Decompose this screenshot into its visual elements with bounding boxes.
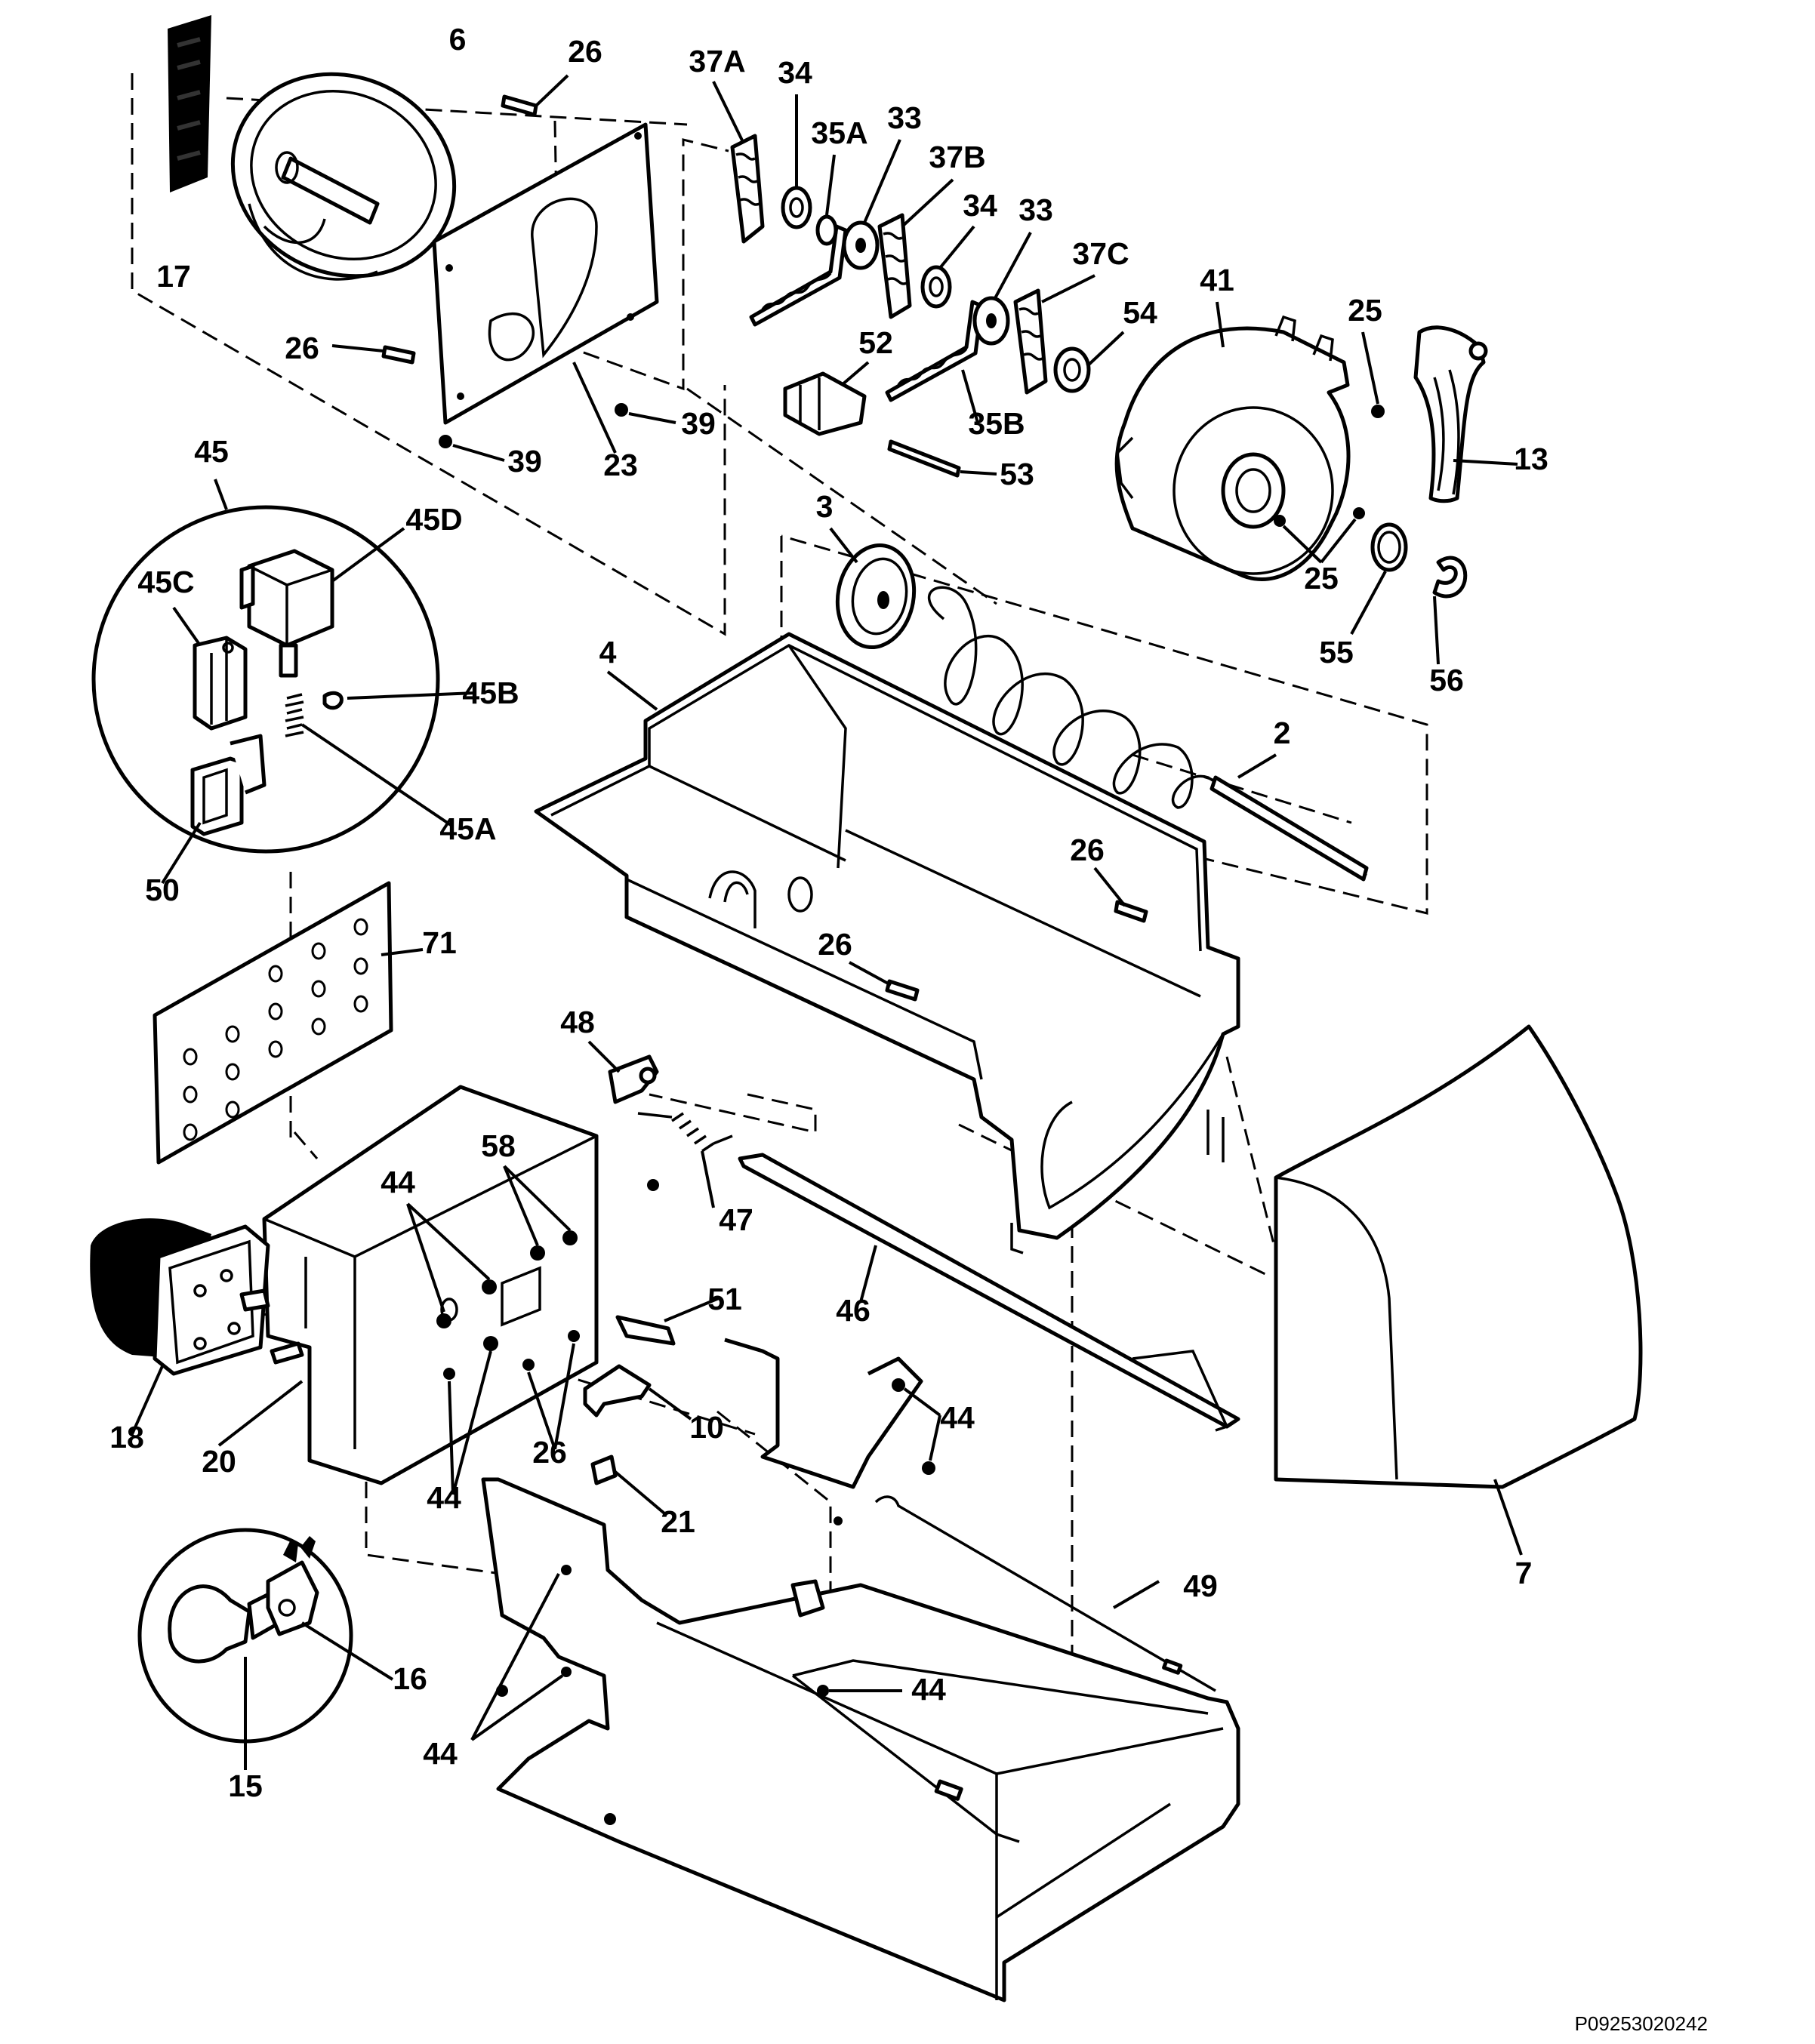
callout-c45C: 45C	[137, 565, 194, 599]
callout-c41: 41	[1200, 263, 1234, 297]
callout-c25a: 25	[1348, 293, 1382, 328]
part-6-drum	[230, 72, 457, 281]
callout-c71: 71	[422, 925, 457, 960]
part-46-rod	[738, 1153, 1240, 1432]
part-21-clip	[590, 1455, 666, 1515]
callout-c13: 13	[1514, 442, 1548, 476]
part-3-bearing	[829, 527, 917, 650]
callout-c26d: 26	[818, 927, 852, 962]
part-26-screw-top	[501, 74, 569, 117]
callout-c23: 23	[603, 448, 638, 482]
callout-c39a: 39	[681, 406, 716, 441]
callout-c4: 4	[599, 635, 617, 670]
callout-c54: 54	[1123, 295, 1157, 330]
part-18-motor	[90, 1218, 270, 1435]
callout-c26b: 26	[285, 331, 319, 365]
callout-c10: 10	[689, 1410, 724, 1445]
part-17-gasket	[168, 15, 211, 192]
callout-c20: 20	[202, 1444, 236, 1479]
part-20-control-box	[217, 1085, 599, 1485]
part-26-screw-left	[331, 344, 416, 365]
callout-c50: 50	[145, 873, 180, 907]
callout-c44b: 44	[940, 1400, 975, 1435]
callout-c2: 2	[1274, 716, 1291, 750]
part-44-bracket-right	[724, 1338, 941, 1489]
part-41-housing	[1114, 301, 1351, 581]
callout-c39b: 39	[507, 444, 542, 479]
callout-c44d: 44	[911, 1672, 946, 1707]
callout-c35B: 35B	[968, 406, 1025, 441]
callout-c21: 21	[661, 1504, 695, 1539]
part-15-16-lamp-inset	[137, 1528, 394, 1770]
part-49-drip-tray	[470, 1477, 1240, 2002]
part-7-front-cover	[1274, 1024, 1643, 1556]
callout-c17: 17	[156, 259, 191, 294]
callout-c45A: 45A	[439, 811, 496, 846]
callout-c47: 47	[719, 1202, 753, 1237]
crusher-blade-stack	[730, 134, 1091, 402]
part-52-block	[783, 361, 870, 436]
part-13-deflector	[1413, 325, 1518, 503]
part-25-screws	[1274, 331, 1385, 564]
callout-c35A: 35A	[811, 115, 867, 150]
callout-c49: 49	[1183, 1568, 1218, 1603]
callout-c15: 15	[228, 1768, 263, 1803]
part-53-pin	[887, 439, 997, 478]
callout-c25b: 25	[1304, 561, 1339, 596]
callout-c51: 51	[707, 1282, 742, 1316]
part-51-pin	[615, 1297, 720, 1346]
callout-c45: 45	[194, 434, 229, 469]
callout-c26e: 26	[532, 1435, 567, 1470]
callout-c44c: 44	[427, 1480, 461, 1515]
part-4-ice-bucket	[534, 632, 1240, 1254]
diagram-code: P09253020242	[1575, 2012, 1708, 2035]
part-10-actuator	[583, 1364, 692, 1421]
callout-c45B: 45B	[462, 676, 519, 710]
part-45-solenoid-inset	[91, 479, 476, 885]
callout-c37A: 37A	[689, 44, 745, 78]
part-2-auger	[927, 586, 1369, 882]
part-39-screws	[439, 403, 676, 462]
callout-c18: 18	[109, 1420, 144, 1455]
callout-c34b: 34	[963, 188, 997, 223]
part-48-47-bracket-spring	[587, 1040, 733, 1208]
part-71-label	[153, 881, 424, 1165]
callout-c26c: 26	[1070, 833, 1105, 867]
callout-c52: 52	[858, 325, 893, 360]
callout-c46: 46	[836, 1293, 871, 1328]
callout-c6: 6	[449, 22, 467, 57]
callout-c58: 58	[481, 1128, 516, 1163]
callout-c33b: 33	[1018, 192, 1053, 227]
callout-c37C: 37C	[1072, 236, 1129, 271]
callout-c44e: 44	[423, 1736, 458, 1771]
callout-c7: 7	[1515, 1556, 1533, 1590]
part-26-screws-bucket	[849, 867, 1148, 1002]
callout-c16: 16	[393, 1661, 427, 1696]
callout-c48: 48	[560, 1005, 595, 1039]
callout-c55: 55	[1319, 635, 1354, 670]
callout-c44a: 44	[381, 1165, 415, 1199]
crusher-leader-lines	[712, 81, 1125, 423]
callout-c56: 56	[1429, 663, 1464, 697]
callout-c3: 3	[816, 489, 834, 524]
callout-c34a: 34	[778, 55, 812, 90]
part-55-56-ring-clip	[1350, 522, 1468, 665]
callout-c45D: 45D	[405, 502, 462, 537]
callout-c37B: 37B	[929, 140, 985, 174]
box-screws	[406, 1165, 580, 1495]
callout-c26a: 26	[568, 34, 602, 69]
callout-c33a: 33	[887, 100, 922, 135]
part-23-plate	[432, 122, 659, 454]
callout-c53: 53	[1000, 457, 1034, 491]
